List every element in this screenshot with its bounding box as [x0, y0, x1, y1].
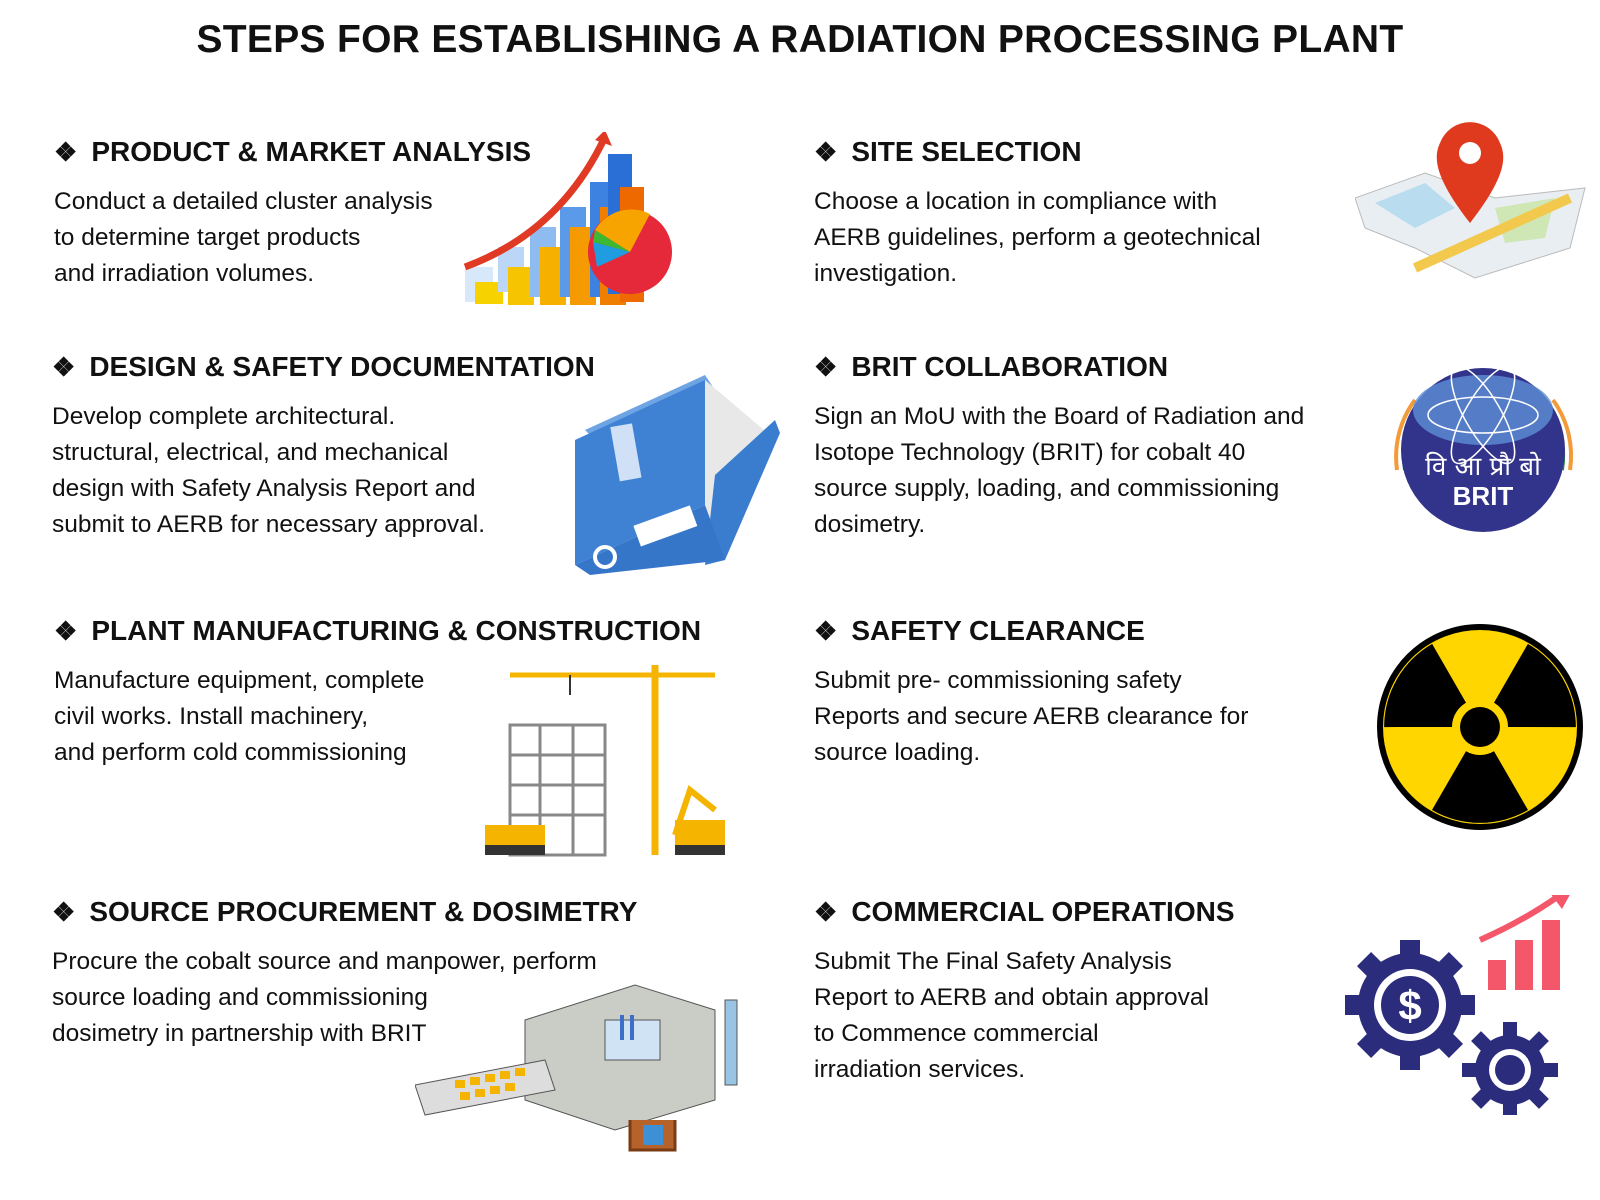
step-commercial-operations: ❖ COMMERCIAL OPERATIONS Submit The Final …	[814, 896, 1235, 1088]
step-heading: SAFETY CLEARANCE	[851, 615, 1145, 646]
brit-hindi-text: वि आ प्रौ बो	[1425, 451, 1542, 482]
bullet-icon: ❖	[52, 896, 76, 927]
gears-dollar-growth-icon: $	[1345, 895, 1570, 1115]
step-body: Submit pre- commissioning safety Reports…	[814, 667, 1249, 766]
bullet-icon: ❖	[52, 351, 76, 382]
step-heading: PRODUCT & MARKET ANALYSIS	[91, 136, 532, 167]
step-heading: PLANT MANUFACTURING & CONSTRUCTION	[91, 615, 702, 646]
bullet-icon: ❖	[814, 615, 838, 646]
step-plant-manufacturing: ❖ PLANT MANUFACTURING & CONSTRUCTION Manu…	[54, 615, 701, 771]
step-heading: DESIGN & SAFETY DOCUMENTATION	[89, 351, 595, 382]
step-heading: COMMERCIAL OPERATIONS	[851, 896, 1235, 927]
bullet-icon: ❖	[814, 896, 838, 927]
step-site-selection: ❖ SITE SELECTION Choose a location in com…	[814, 136, 1261, 292]
radiation-trefoil-icon	[1377, 624, 1583, 830]
binder-document-icon	[575, 375, 780, 575]
map-pin-icon	[1355, 122, 1586, 279]
bar-chart-growth-icon	[463, 132, 672, 305]
bullet-icon: ❖	[814, 136, 838, 167]
brit-abbr-text: BRIT	[1453, 481, 1514, 511]
step-body: Sign an MoU with the Board of Radiation …	[814, 403, 1305, 538]
step-body: Manufacture equipment, complete civil wo…	[54, 667, 425, 766]
step-body: Choose a location in compliance with AER…	[814, 188, 1261, 287]
step-design-safety-documentation: ❖ DESIGN & SAFETY DOCUMENTATION Develop c…	[52, 351, 595, 543]
brit-logo: वि आ प्रौ बो BRIT	[1394, 365, 1574, 532]
step-heading: BRIT COLLABORATION	[851, 351, 1169, 382]
bullet-icon: ❖	[54, 615, 78, 646]
step-brit-collaboration: ❖ BRIT COLLABORATION Sign an MoU with the…	[814, 351, 1304, 543]
step-heading: SOURCE PROCUREMENT & DOSIMETRY	[89, 896, 638, 927]
step-body: Develop complete architectural. structur…	[52, 403, 486, 538]
page-title: STEPS FOR ESTABLISHING A RADIATION PROCE…	[196, 18, 1404, 61]
step-body: Submit The Final Safety Analysis Report …	[814, 948, 1209, 1083]
svg-text:$: $	[1398, 982, 1421, 1029]
step-safety-clearance: ❖ SAFETY CLEARANCE Submit pre- commission…	[814, 615, 1248, 771]
construction-crane-icon	[485, 665, 725, 857]
step-product-market-analysis: ❖ PRODUCT & MARKET ANALYSIS Conduct a det…	[54, 136, 531, 292]
irradiation-plant-icon	[415, 984, 738, 1152]
bullet-icon: ❖	[54, 136, 78, 167]
step-body: Procure the cobalt source and manpower, …	[52, 948, 597, 1047]
step-body: Conduct a detailed cluster analysis to d…	[54, 188, 433, 287]
step-source-procurement: ❖ SOURCE PROCUREMENT & DOSIMETRY Procure …	[52, 896, 637, 1052]
step-heading: SITE SELECTION	[851, 136, 1082, 167]
bullet-icon: ❖	[814, 351, 838, 382]
